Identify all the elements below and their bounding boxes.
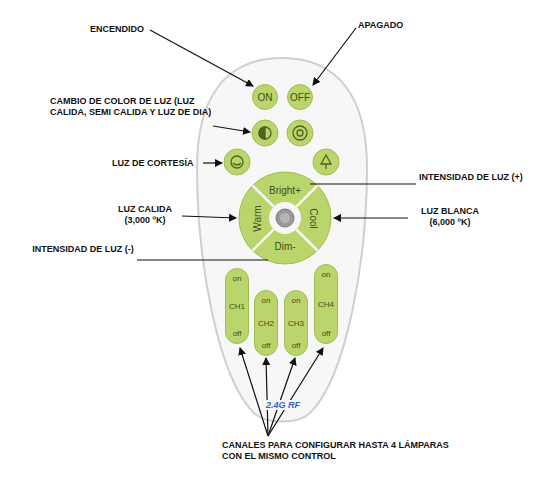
warm-button: Warm [246,196,268,240]
remote-body: 2.4G RFONOFFBright+WarmCoolDim-onCH1offo… [197,58,367,422]
button-text: CH4 [318,300,334,309]
button-text: Bright+ [269,185,301,196]
callout-label: CANALES PARA CONFIGURAR HASTA 4 LÁMPARAS… [222,440,454,462]
cool-button: Cool [302,196,324,240]
channel-button: onCH4 off [314,264,338,344]
brand-label: 2.4G RF [243,394,323,412]
button-text: on [262,296,271,305]
remote-body [197,58,367,422]
callout-label: LUZ BLANCA (6,000 ºK) [410,206,490,228]
button-text: Cool [307,208,318,229]
button-text: CH3 [288,319,304,328]
power-off-button: OFF [287,84,313,110]
button-text: off [292,341,301,350]
button-text: CH1 [229,302,245,311]
button-text: on [322,270,331,279]
callout-label: CAMBIO DE COLOR DE LUZ (LUZ CALIDA, SEMI… [50,96,212,118]
power-on-button: ON [252,84,278,110]
button-text: OFF [290,92,310,103]
channel-button: onCH2 off [254,290,278,356]
callout-label: ENCENDIDO [90,24,160,35]
callout-label: LUZ CALIDA (3,000 ºK) [108,204,182,226]
callout-label: INTENSIDAD DE LUZ (-) [30,244,136,255]
button-text: on [292,296,301,305]
button-text: off [233,329,242,338]
brand-text: 2.4G RF [263,400,303,410]
button-text: on [233,274,242,283]
dim-button: Dim- [263,237,307,255]
button-text: Warm [252,205,263,231]
button-text: CH2 [258,319,274,328]
bright-button: Bright+ [259,181,311,199]
button-text: Dim- [274,241,295,252]
channel-button: onCH1 off [225,268,249,344]
button-text: ON [258,92,273,103]
callout-label: INTENSIDAD DE LUZ (+) [418,172,524,183]
callout-label: APAGADO [358,20,428,31]
button-text: off [322,329,331,338]
channel-button: onCH3 off [284,290,308,356]
callout-label: LUZ DE CORTESÍA [112,158,202,169]
button-text: off [262,341,271,350]
